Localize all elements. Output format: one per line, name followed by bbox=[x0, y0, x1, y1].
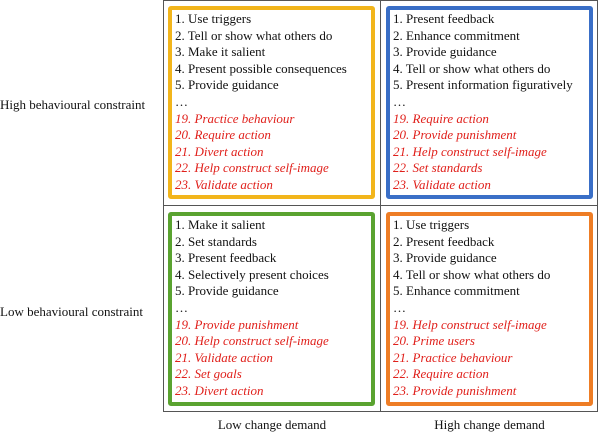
strategy-item-ranked-low: 23. Divert action bbox=[175, 382, 264, 398]
strategy-item-ranked-low: 19. Practice behaviour bbox=[175, 110, 295, 126]
strategy-item-ranked-low: 23. Validate action bbox=[175, 176, 273, 192]
strategy-item: 5. Provide guidance bbox=[175, 77, 279, 93]
strategy-item: 4. Tell or show what others do bbox=[393, 60, 551, 76]
strategy-item: … bbox=[175, 93, 188, 109]
row-label-high-constraint: High behavioural constraint bbox=[0, 97, 146, 112]
strategy-item-ranked-low: 20. Require action bbox=[175, 127, 271, 143]
strategy-item: 1. Use triggers bbox=[393, 217, 470, 232]
strategy-item: 5. Enhance commitment bbox=[393, 283, 520, 299]
strategy-item-ranked-low: 22. Set standards bbox=[393, 160, 483, 176]
strategy-item: 2. Tell or show what others do bbox=[175, 27, 333, 43]
strategy-item: 1. Present feedback bbox=[393, 11, 495, 26]
strategy-item-ranked-low: 20. Prime users bbox=[393, 333, 475, 349]
strategy-item-ranked-low: 23. Provide punishment bbox=[393, 382, 517, 398]
strategy-item: 2. Present feedback bbox=[393, 233, 495, 249]
strategy-item: … bbox=[393, 93, 406, 109]
strategy-item: 3. Provide guidance bbox=[393, 44, 497, 60]
strategy-item: 5. Present information figuratively bbox=[393, 77, 573, 93]
strategy-item-ranked-low: 23. Validate action bbox=[393, 176, 491, 192]
strategy-item-ranked-low: 22. Set goals bbox=[175, 366, 242, 382]
strategy-item: 3. Make it salient bbox=[175, 44, 266, 60]
strategy-item: … bbox=[393, 299, 406, 315]
strategy-item-ranked-low: 21. Help construct self-image bbox=[393, 143, 547, 159]
strategy-item-ranked-low: 21. Divert action bbox=[175, 143, 264, 159]
strategy-item: 1. Make it salient bbox=[175, 217, 266, 232]
strategy-item: 4. Present possible consequences bbox=[175, 60, 347, 76]
strategy-item: 1. Use triggers bbox=[175, 11, 252, 26]
strategy-item: … bbox=[175, 299, 188, 315]
strategy-item-ranked-low: 19. Require action bbox=[393, 110, 489, 126]
strategy-item: 2. Enhance commitment bbox=[393, 27, 520, 43]
strategy-item-ranked-low: 22. Require action bbox=[393, 366, 489, 382]
strategy-item: 4. Tell or show what others do bbox=[393, 266, 551, 282]
strategy-item-ranked-low: 20. Provide punishment bbox=[393, 127, 517, 143]
strategy-item-ranked-low: 21. Practice behaviour bbox=[393, 349, 513, 365]
strategy-item-ranked-low: 21. Validate action bbox=[175, 349, 273, 365]
column-label-high-demand: High change demand bbox=[434, 417, 545, 432]
strategy-item: 4. Selectively present choices bbox=[175, 266, 329, 282]
strategy-item: 3. Present feedback bbox=[175, 250, 277, 266]
strategy-item-ranked-low: 20. Help construct self-image bbox=[175, 333, 329, 349]
strategy-item: 5. Provide guidance bbox=[175, 283, 279, 299]
strategy-item: 3. Provide guidance bbox=[393, 250, 497, 266]
strategy-item-ranked-low: 19. Provide punishment bbox=[175, 316, 299, 332]
strategy-item: 2. Set standards bbox=[175, 233, 257, 249]
strategy-item-ranked-low: 19. Help construct self-image bbox=[393, 316, 547, 332]
row-label-low-constraint: Low behavioural constraint bbox=[0, 304, 143, 319]
column-label-low-demand: Low change demand bbox=[217, 417, 327, 432]
strategy-item-ranked-low: 22. Help construct self-image bbox=[175, 160, 329, 176]
